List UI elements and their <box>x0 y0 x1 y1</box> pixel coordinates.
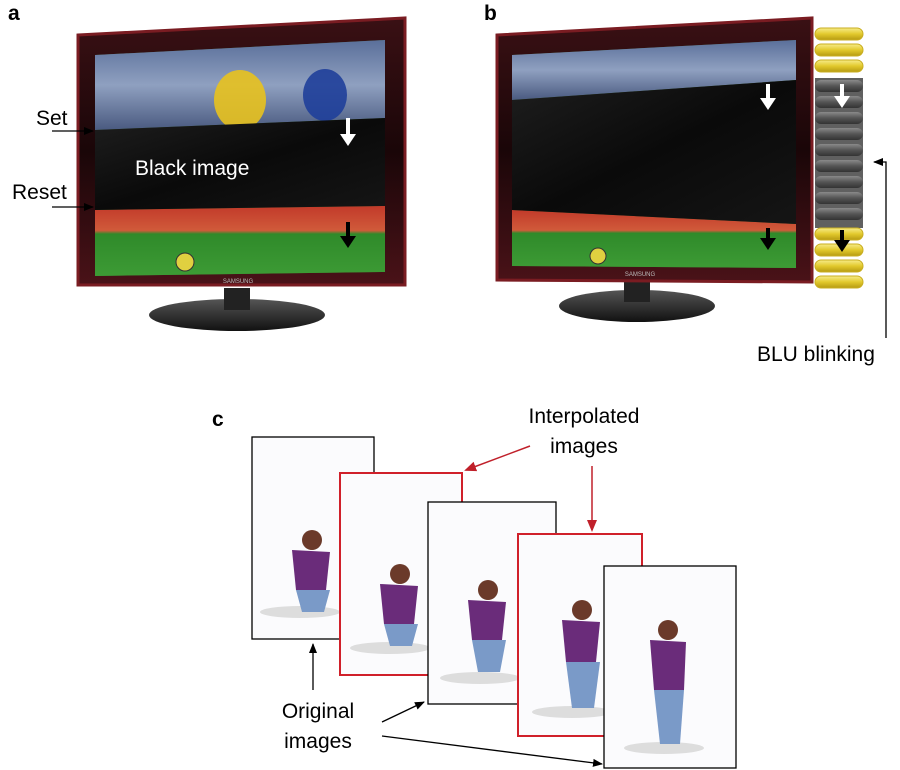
label-interpolated-line2: images <box>518 435 650 459</box>
tv-b-ball <box>590 248 606 264</box>
tv-b-black-band <box>512 80 796 224</box>
blu-tubes <box>815 28 863 288</box>
frame-original-3 <box>604 566 736 768</box>
label-original-line1: Original <box>268 700 368 724</box>
tv-a-field <box>95 206 385 276</box>
tv-b-stand-neck <box>624 282 650 302</box>
tv-a-brand: SAMSUNG <box>223 279 254 285</box>
blu-leader-arrow <box>874 162 886 338</box>
arrow-original-3 <box>382 736 602 764</box>
label-interpolated-line1: Interpolated <box>518 405 650 429</box>
label-black-image: Black image <box>135 157 249 181</box>
tv-a-ball <box>176 253 194 271</box>
label-original-line2: images <box>268 730 368 754</box>
tv-b: SAMSUNG <box>497 18 812 322</box>
tv-b-brand: SAMSUNG <box>625 272 656 278</box>
tv-a-player-yellow <box>214 70 266 130</box>
tv-a-stand-neck <box>224 288 250 310</box>
arrow-original-2 <box>382 702 424 722</box>
label-reset: Reset <box>12 181 67 205</box>
label-blu-blinking: BLU blinking <box>757 343 875 367</box>
tv-a-player-blue <box>303 69 347 121</box>
label-set: Set <box>36 107 68 131</box>
